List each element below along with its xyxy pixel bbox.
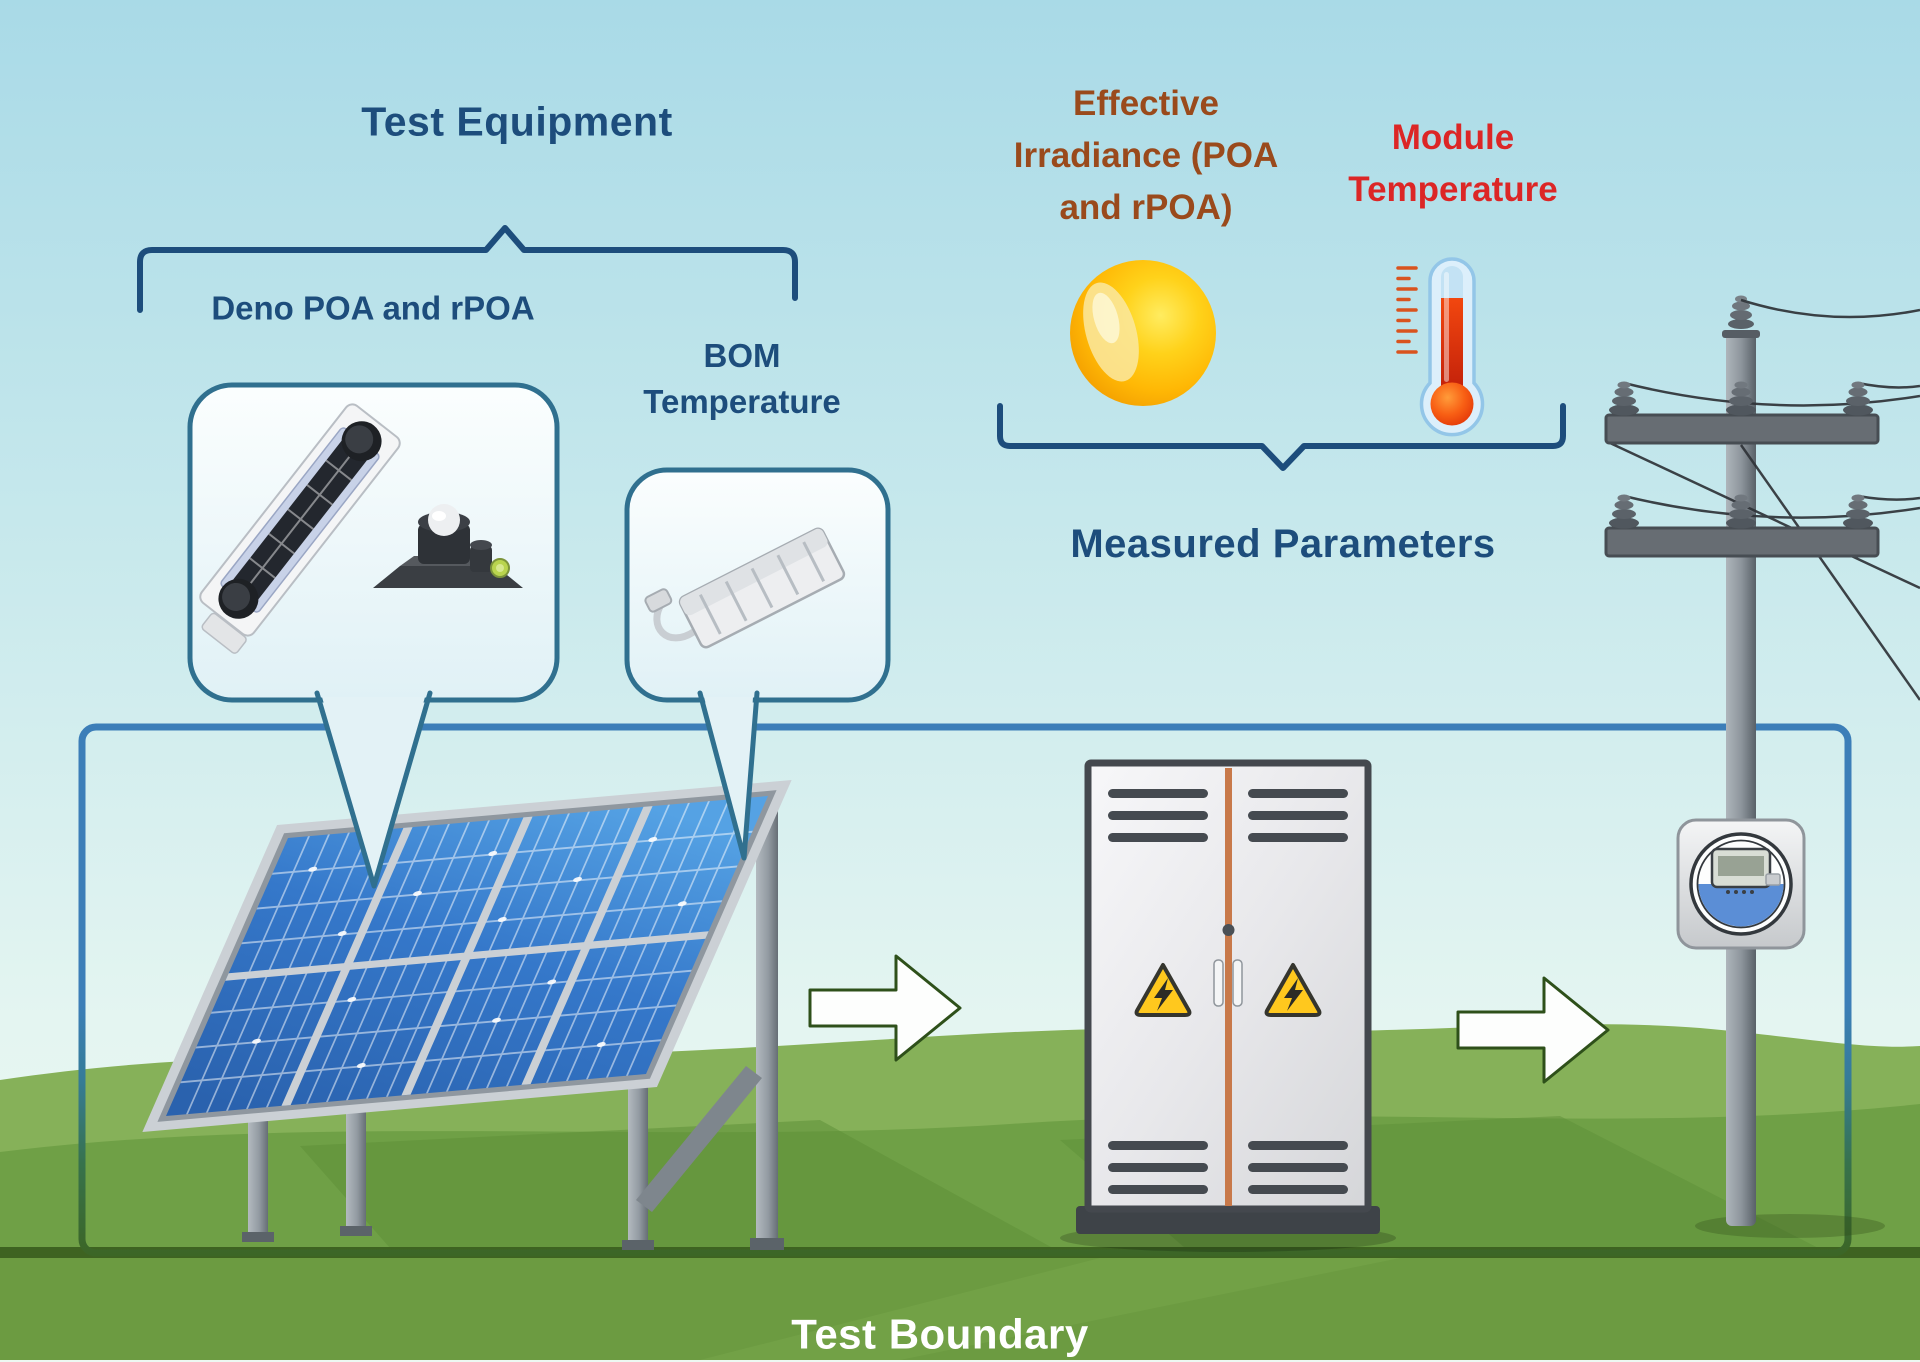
pyranometer-icon [373, 504, 523, 588]
solar-panel-icon [142, 780, 792, 1250]
grass-hills [0, 1024, 1920, 1360]
bom-sensor-icon [644, 527, 846, 649]
test-equipment-title: Test Equipment [361, 98, 673, 145]
test-boundary-box [78, 723, 1852, 1257]
bom-temperature-label: BOM Temperature [643, 337, 841, 420]
arrow-right-icon [808, 954, 962, 1062]
speech-bubble-deno [187, 382, 560, 889]
pole-insulators [1609, 381, 1873, 529]
thermometer-icon [1396, 257, 1485, 437]
effective-irradiance-label: Effective Irradiance (POA and rPOA) [1013, 84, 1279, 227]
utility-pole-icon [1604, 295, 1920, 1238]
module-temperature-label: Module Temperature [1348, 118, 1558, 209]
cabinet-lock [1222, 924, 1235, 936]
cabinet-handle-right [1232, 959, 1243, 1007]
inverter-cabinet-icon [1060, 759, 1396, 1252]
reference-cell-icon [199, 403, 401, 654]
measured-parameters-title: Measured Parameters [1070, 522, 1496, 566]
electric-meter-icon [1676, 818, 1806, 950]
test-boundary-label: Test Boundary [791, 1310, 1089, 1358]
speech-bubble-bom [624, 467, 891, 861]
cabinet-vents [1108, 789, 1348, 1194]
brace-test-equipment [137, 225, 798, 313]
cabinet-handle-left [1213, 959, 1224, 1007]
brace-measured-parameters [997, 403, 1566, 471]
sun-icon [1070, 260, 1216, 406]
deno-poa-label: Deno POA and rPOA [211, 289, 535, 327]
arrow-right-icon [1456, 976, 1610, 1084]
